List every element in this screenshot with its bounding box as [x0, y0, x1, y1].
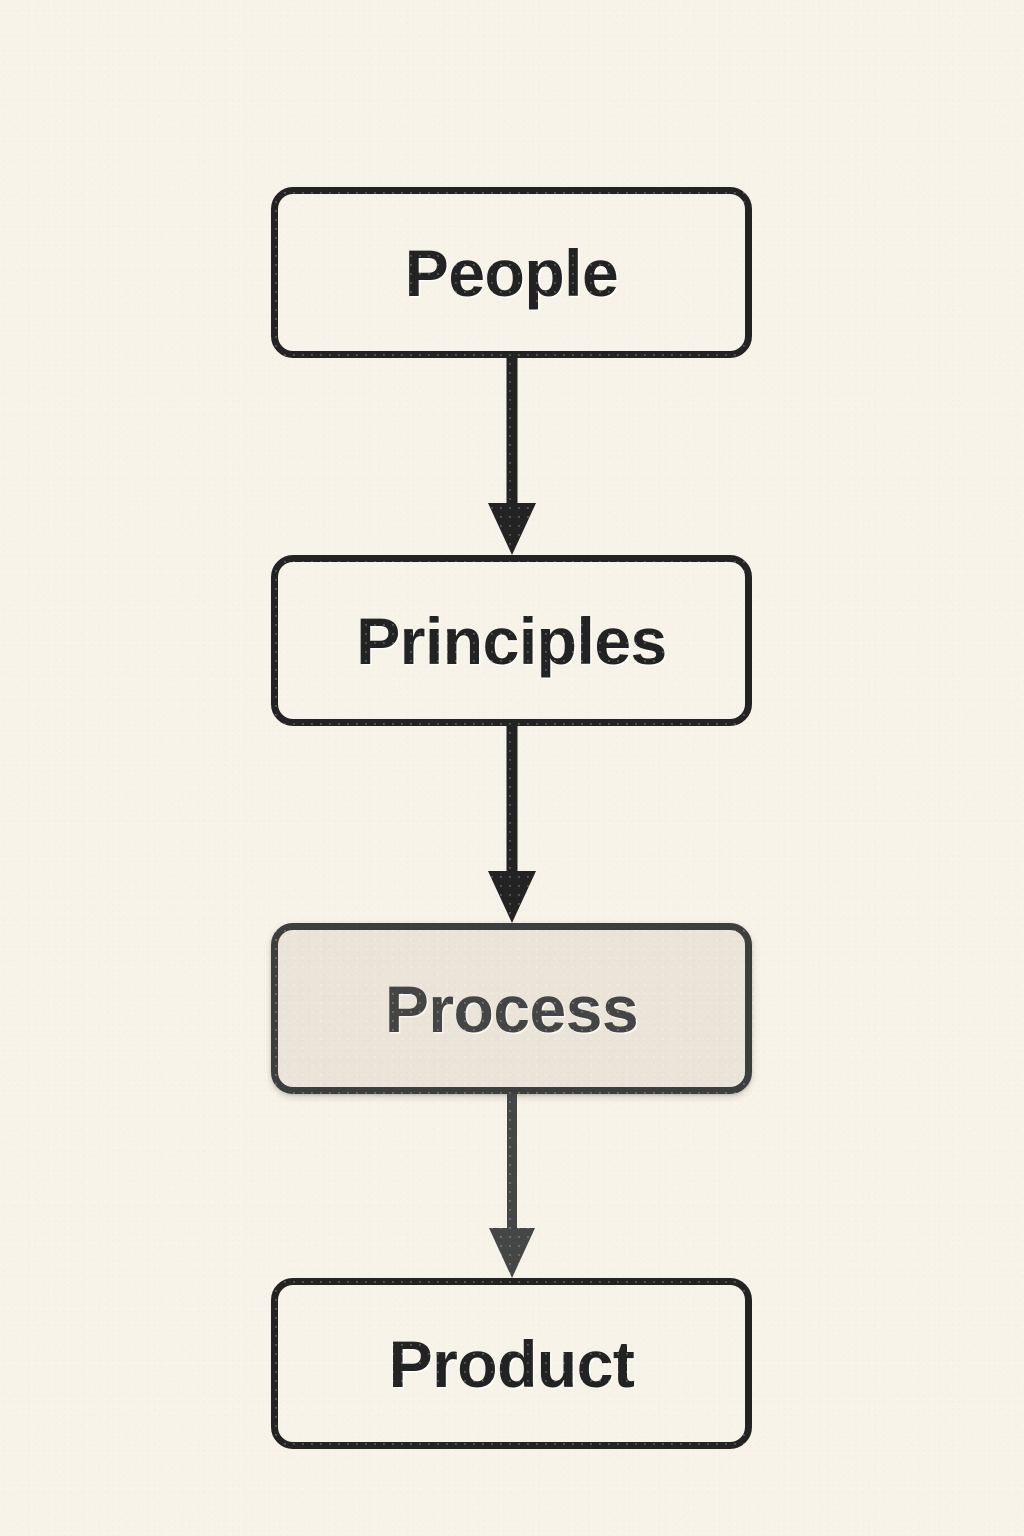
- node-principles-label: Principles: [356, 603, 667, 678]
- node-people-label: People: [404, 235, 619, 310]
- node-process[interactable]: Process: [271, 923, 752, 1094]
- node-product[interactable]: Product: [271, 1278, 752, 1449]
- edge-process-to-product: [271, 1094, 752, 1278]
- flowchart: People Principles Process Product: [271, 187, 752, 1449]
- node-principles[interactable]: Principles: [271, 555, 752, 726]
- arrowhead-icon: [487, 871, 536, 923]
- edge-principles-to-process: [271, 726, 752, 923]
- arrowhead-icon: [487, 503, 536, 555]
- node-product-label: Product: [388, 1326, 635, 1401]
- arrowhead-icon: [488, 1228, 535, 1278]
- edge-people-to-principles: [271, 358, 752, 555]
- node-people[interactable]: People: [271, 187, 752, 358]
- node-process-label: Process: [384, 971, 639, 1046]
